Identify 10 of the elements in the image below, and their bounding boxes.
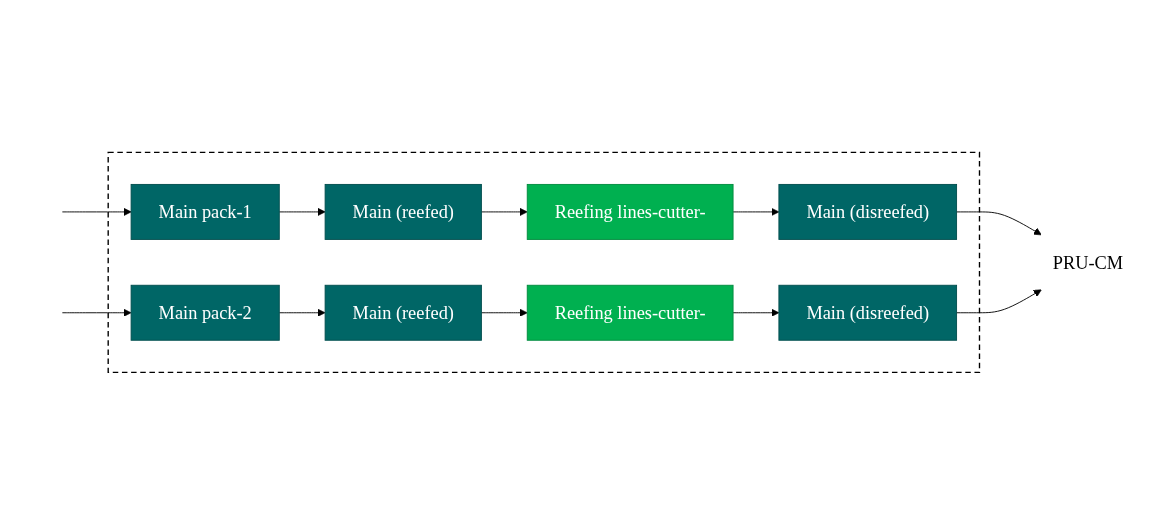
node-box: Main (disreefed)	[778, 184, 958, 241]
node-box: Main (reefed)	[324, 284, 482, 341]
cluster	[107, 151, 981, 374]
node-box: Main (reefed)	[324, 184, 482, 241]
node-box: Reefing lines-cutter-	[526, 184, 734, 241]
node-text: PRU-CM	[1052, 252, 1124, 273]
node-box: Main pack-1	[130, 184, 280, 241]
node-box: Main pack-2	[130, 284, 280, 341]
node-box: Main (disreefed)	[778, 284, 958, 341]
node-box: Reefing lines-cutter-	[526, 284, 734, 341]
